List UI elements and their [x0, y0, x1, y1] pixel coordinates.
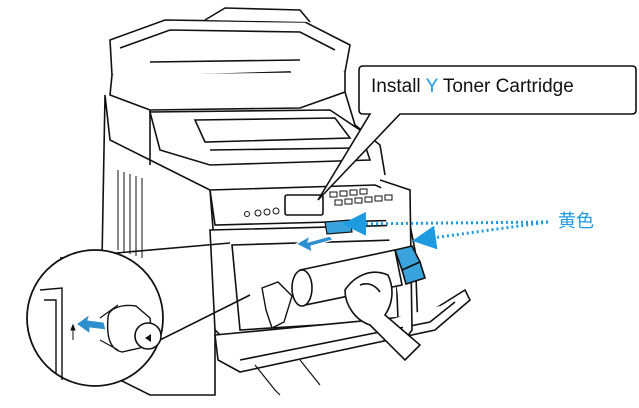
color-label: 黄色 — [558, 211, 594, 232]
document-feeder — [109, 7, 351, 111]
left-hand-illustration — [261, 281, 293, 329]
callout-color-letter: Y — [425, 76, 438, 97]
callout-bubble — [317, 65, 637, 201]
callout-prefix: Install — [371, 76, 426, 97]
toner-cartridge — [291, 245, 427, 307]
magnifier-circle — [26, 242, 251, 387]
insert-arrow — [294, 234, 335, 254]
callout-text: Install Y Toner Cartridge — [371, 76, 639, 98]
dotted-arrow — [342, 211, 549, 236]
callout-suffix: Toner Cartridge — [437, 76, 574, 97]
toner-slot-highlight — [324, 219, 353, 235]
control-buttons — [244, 188, 393, 217]
hand-illustration — [344, 271, 422, 362]
dotted-arrow — [412, 220, 549, 250]
detail-insert-arrow — [74, 312, 107, 336]
